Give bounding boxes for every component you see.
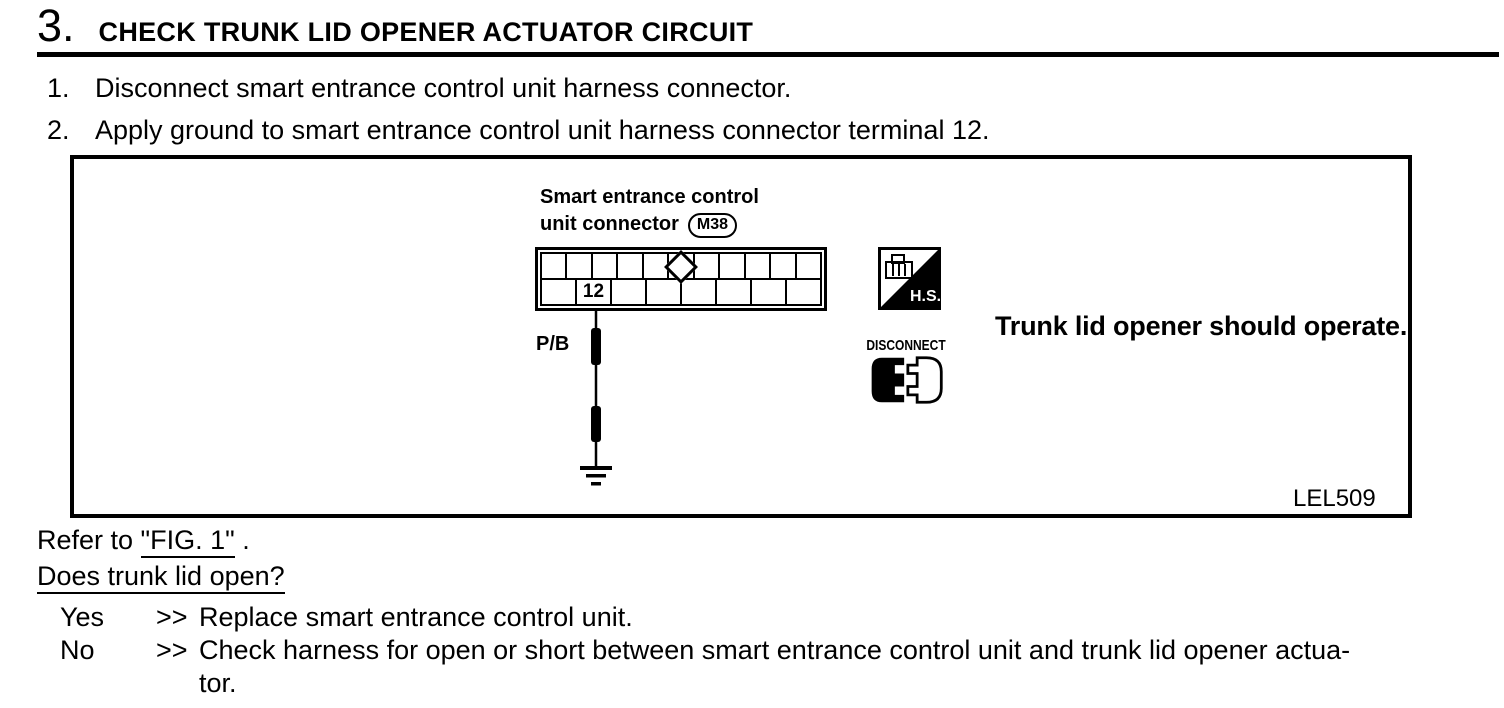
answer-arrow: >> [156, 635, 188, 665]
disconnect-label: DISCONNECT [866, 337, 946, 354]
instruction-step: 2. Apply ground to smart entrance contro… [47, 114, 989, 147]
hs-tool-icon: H.S. [878, 247, 941, 310]
diagnostic-question: Does trunk lid open? [37, 561, 285, 594]
refer-prefix: Refer to [37, 525, 141, 555]
step-text: Disconnect smart entrance control unit h… [95, 73, 792, 103]
disconnect-symbol: DISCONNECT [856, 337, 956, 411]
terminal-12-cell: 12 [577, 280, 612, 304]
answer-label: No [60, 635, 95, 665]
section-number: 3. [37, 0, 75, 51]
answer-text: Check harness for open or short between … [199, 635, 1351, 698]
answer-label: Yes [60, 602, 105, 632]
answer-text: Replace smart entrance control unit. [199, 602, 633, 632]
wire-to-ground [580, 310, 612, 486]
disconnect-plugs-icon [871, 356, 943, 404]
connector-id-badge: M38 [687, 213, 738, 238]
connector-row-bottom: 12 [542, 280, 820, 304]
section-title: 3. CHECK TRUNK LID OPENER ACTUATOR CIRCU… [37, 0, 753, 52]
wire-sleeve [591, 406, 601, 442]
wire-color-label: P/B [536, 333, 570, 355]
step-number: 1. [47, 73, 70, 103]
ground-symbol-icon [580, 466, 612, 486]
answer-row-yes: Yes >> Replace smart entrance control un… [60, 601, 1494, 634]
hs-connector-glyph-icon [885, 254, 913, 279]
figure-code: LEL509 [1293, 485, 1376, 512]
answer-arrow: >> [156, 602, 188, 632]
hs-label: H.S. [910, 288, 941, 305]
answer-list: Yes >> Replace smart entrance control un… [60, 601, 1494, 700]
instruction-list: 1. Disconnect smart entrance control uni… [47, 72, 989, 156]
connector-label-line1: Smart entrance control [540, 186, 759, 208]
refer-line: Refer to "FIG. 1" . [37, 525, 250, 558]
answer-row-no: No >> Check harness for open or short be… [60, 634, 1494, 700]
connector-diagram: 12 [535, 247, 827, 311]
connector-pin-grid: 12 [540, 250, 822, 306]
title-rule [37, 52, 1499, 57]
fig1-link[interactable]: "FIG. 1" [140, 525, 235, 558]
refer-suffix: . [234, 525, 250, 555]
step-number: 2. [47, 115, 70, 145]
page-title: CHECK TRUNK LID OPENER ACTUATOR CIRCUIT [98, 17, 754, 47]
wire-sleeve [591, 328, 601, 365]
step-text: Apply ground to smart entrance control u… [95, 115, 990, 145]
instruction-step: 1. Disconnect smart entrance control uni… [47, 72, 989, 105]
expected-result-text: Trunk lid opener should operate. [995, 311, 1408, 341]
